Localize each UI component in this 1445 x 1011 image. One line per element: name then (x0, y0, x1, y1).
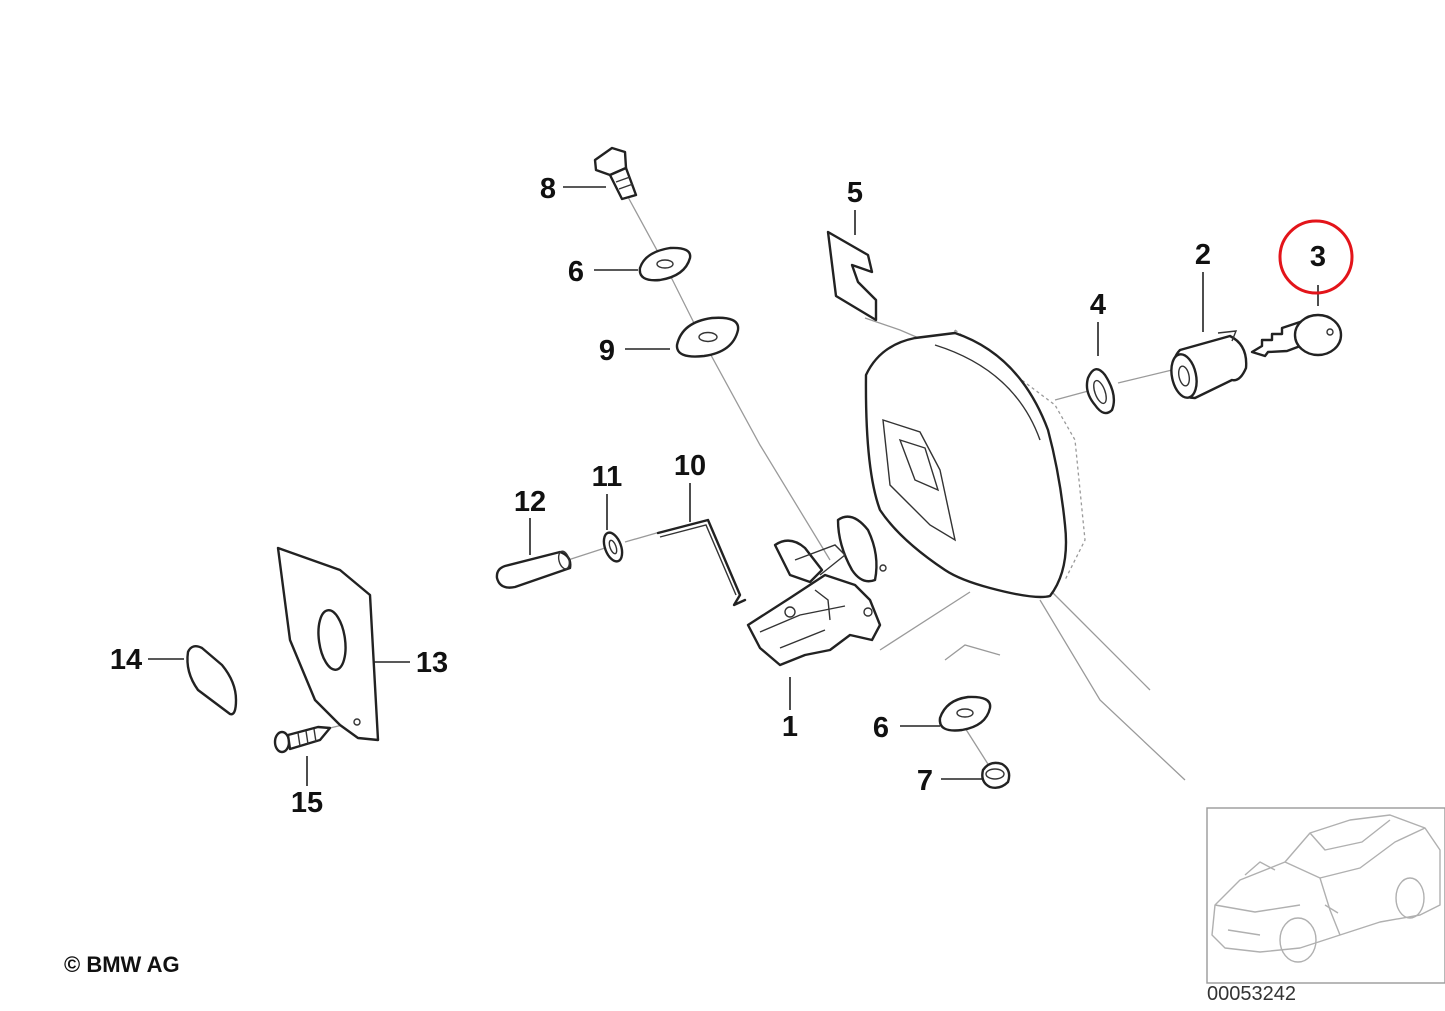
leader-lines (148, 186, 1319, 786)
callout-6-bottom: 6 (873, 712, 889, 744)
buffer-part-12[interactable] (495, 550, 572, 589)
callout-7: 7 (917, 765, 933, 797)
washer-part-9[interactable] (675, 316, 740, 358)
callout-1: 1 (782, 711, 798, 743)
seal-ring-part-4[interactable] (1085, 368, 1116, 415)
cover-plate-part-13[interactable] (276, 546, 380, 742)
diagram-reference-number: 00053242 (1207, 983, 1296, 1005)
callout-12: 12 (514, 486, 546, 518)
vehicle-thumbnail (1206, 807, 1445, 984)
callout-3: 3 (1310, 241, 1326, 273)
latch-part-1[interactable] (746, 515, 887, 667)
washer-part-6-bottom[interactable] (938, 695, 992, 732)
screw-part-15[interactable] (273, 725, 332, 754)
callout-5: 5 (847, 177, 863, 209)
callout-4: 4 (1090, 289, 1106, 321)
grommet-part-7[interactable] (981, 761, 1011, 790)
callout-14: 14 (110, 644, 142, 676)
callout-2: 2 (1195, 239, 1211, 271)
callout-13: 13 (416, 647, 448, 679)
filler-housing[interactable] (864, 331, 1068, 599)
callout-15: 15 (291, 787, 323, 819)
callout-8: 8 (540, 173, 556, 205)
lock-cylinder-part-2[interactable] (1168, 330, 1248, 400)
callout-labels: 8 6 9 5 4 2 3 10 11 12 1 14 13 15 6 7 (110, 173, 1326, 819)
callout-11: 11 (592, 461, 623, 493)
callout-6-top: 6 (568, 256, 584, 288)
ring-part-11[interactable] (600, 530, 625, 564)
key-part-3[interactable] (1250, 313, 1343, 358)
copyright-text: © BMW AG (64, 952, 180, 977)
rod-part-10[interactable] (656, 518, 747, 607)
gasket-part-14[interactable] (186, 645, 238, 716)
clip-part-5[interactable] (826, 230, 878, 322)
highlight-circle (1278, 219, 1354, 295)
bolt-part-8[interactable] (593, 146, 638, 201)
callout-10: 10 (674, 450, 706, 482)
washer-part-6-top[interactable] (638, 246, 692, 282)
callout-9: 9 (599, 335, 615, 367)
